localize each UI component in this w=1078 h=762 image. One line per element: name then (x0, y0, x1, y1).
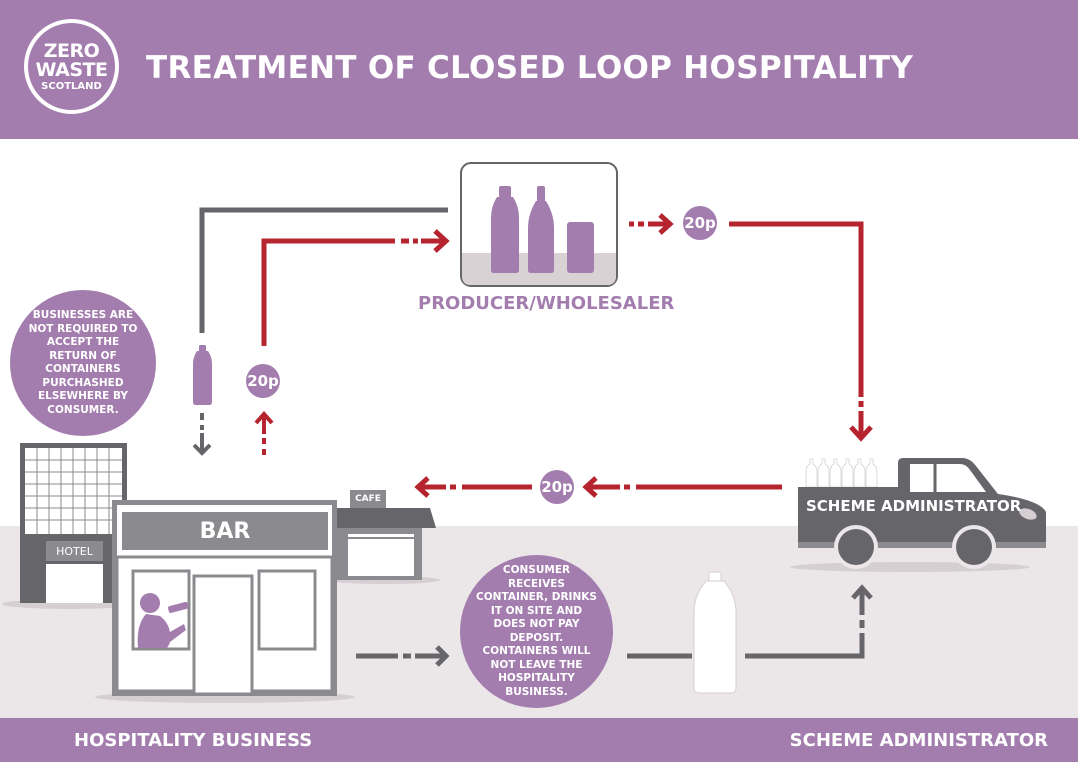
glass-bottle-icon (528, 186, 554, 273)
red-flow-producer-to-truck (629, 213, 873, 442)
bar-sign: BAR (199, 518, 251, 544)
footer-scheme-label: SCHEME ADMINISTRATOR (789, 730, 1048, 751)
page-title: TREATMENT OF CLOSED LOOP HOSPITALITY (146, 50, 914, 86)
businesses-note: BUSINESSES ARE NOT REQUIRED TO ACCEPT TH… (10, 290, 156, 436)
footer-hospitality-label: HOSPITALITY BUSINESS (74, 730, 313, 751)
zero-waste-scotland-logo: ZERO WASTE SCOTLAND (24, 19, 119, 114)
consumer-note: CONSUMER RECEIVES CONTAINER, DRINKS IT O… (460, 555, 613, 708)
header-banner (0, 0, 1078, 139)
hotel-sign: HOTEL (56, 544, 93, 558)
truck-label: SCHEME ADMINISTRATOR (806, 497, 1022, 515)
delivery-truck (790, 458, 1046, 572)
can-icon (567, 222, 594, 273)
bar-building (95, 500, 355, 703)
drinking-person-icon (137, 593, 189, 648)
deposit-badge-truck: 20p (540, 470, 574, 504)
producer-box (460, 162, 618, 287)
red-flow-truck-to-bar (414, 476, 782, 498)
white-bottle-icon (693, 571, 737, 694)
logo-line-waste: WASTE (35, 58, 108, 81)
bottles-crate-icon (805, 458, 878, 488)
deposit-badge-bar: 20p (246, 364, 280, 398)
red-flow-bar-to-producer (254, 229, 450, 455)
grey-flow-bar-to-truck (356, 584, 873, 667)
cafe-sign: CAFE (355, 494, 381, 504)
deposit-badge-producer: 20p (683, 206, 717, 240)
logo-line-scotland: SCOTLAND (41, 80, 102, 92)
cafe-building (326, 490, 440, 584)
grey-flow-producer-to-bar (192, 207, 448, 456)
hotel-building (2, 443, 138, 609)
bottle-icon (491, 186, 519, 273)
small-bottle-icon (193, 345, 212, 405)
footer-banner (0, 718, 1078, 762)
logo-line-zero: ZERO (43, 39, 100, 62)
producer-wholesaler-label: PRODUCER/WHOLESALER (418, 293, 675, 314)
